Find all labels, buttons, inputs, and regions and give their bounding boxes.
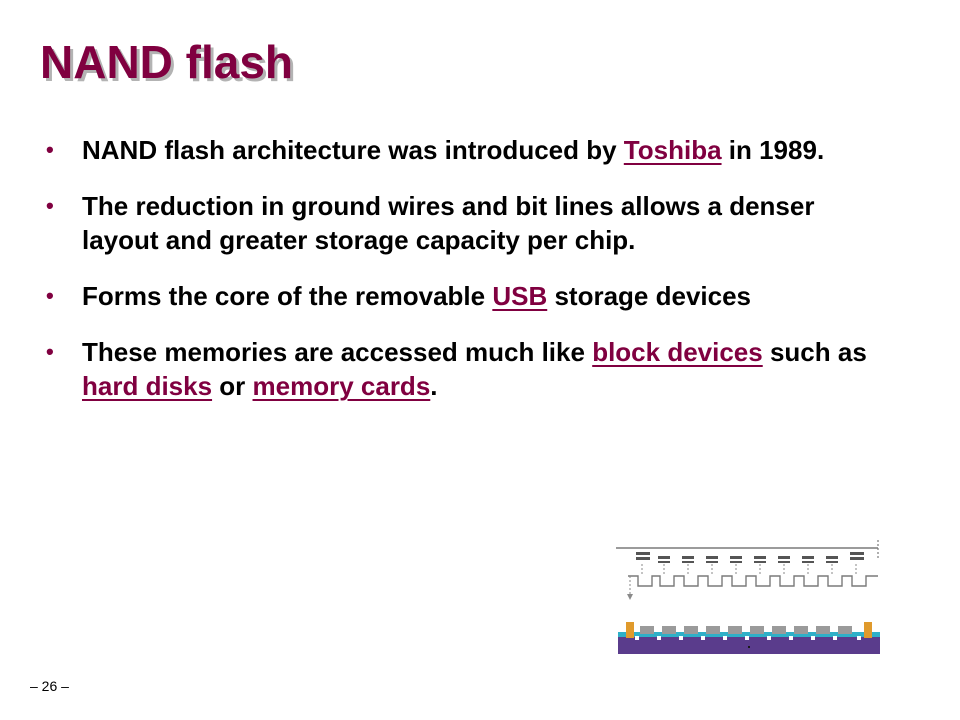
link-memory-cards[interactable]: memory cards (252, 371, 431, 401)
bullet-item-density: • The reduction in ground wires and bit … (0, 189, 882, 257)
bullet-text: The reduction in ground wires and bit li… (82, 191, 815, 255)
bullet-item-usb: • Forms the core of the removable USB st… (0, 279, 882, 313)
bullet-dot-icon: • (46, 193, 54, 218)
bullet-text: storage devices (547, 281, 752, 311)
diagram-oxide-layer (618, 632, 880, 637)
bullet-dot-icon: • (46, 339, 54, 364)
diagram-cell-labels (636, 552, 864, 563)
bullet-text: These memories are accessed much like (82, 337, 593, 367)
diagram-diffusion-wells (635, 636, 861, 640)
bullet-item-block-devices: • These memories are accessed much like … (0, 335, 882, 403)
bullet-item-toshiba: • NAND flash architecture was introduced… (0, 133, 882, 167)
diagram-substrate (618, 636, 880, 654)
diagram-substrate-dot (748, 646, 750, 648)
bullet-text: Forms the core of the removable (82, 281, 493, 311)
bullet-dot-icon: • (46, 283, 54, 308)
nand-cell-diagram (616, 540, 880, 654)
link-usb[interactable]: USB (492, 281, 548, 311)
link-block-devices[interactable]: block devices (592, 337, 763, 367)
bullet-dot-icon: • (46, 137, 54, 162)
diagram-source-arrow (627, 594, 633, 600)
bullet-text: . (430, 371, 438, 401)
bullet-list: • NAND flash architecture was introduced… (0, 133, 960, 425)
link-hard-disks[interactable]: hard disks (82, 371, 213, 401)
diagram-channel-wave (628, 575, 878, 587)
diagram-gate-lines (641, 564, 857, 576)
bullet-text: in 1989. (721, 135, 825, 165)
slide-title: NAND flash (40, 36, 294, 88)
link-toshiba[interactable]: Toshiba (623, 135, 722, 165)
diagram-gate-stacks (626, 622, 872, 638)
page-number: – 26 – (30, 678, 69, 694)
bullet-text: or (212, 371, 253, 401)
bullet-text: NAND flash architecture was introduced b… (82, 135, 624, 165)
bullet-text: such as (762, 337, 867, 367)
